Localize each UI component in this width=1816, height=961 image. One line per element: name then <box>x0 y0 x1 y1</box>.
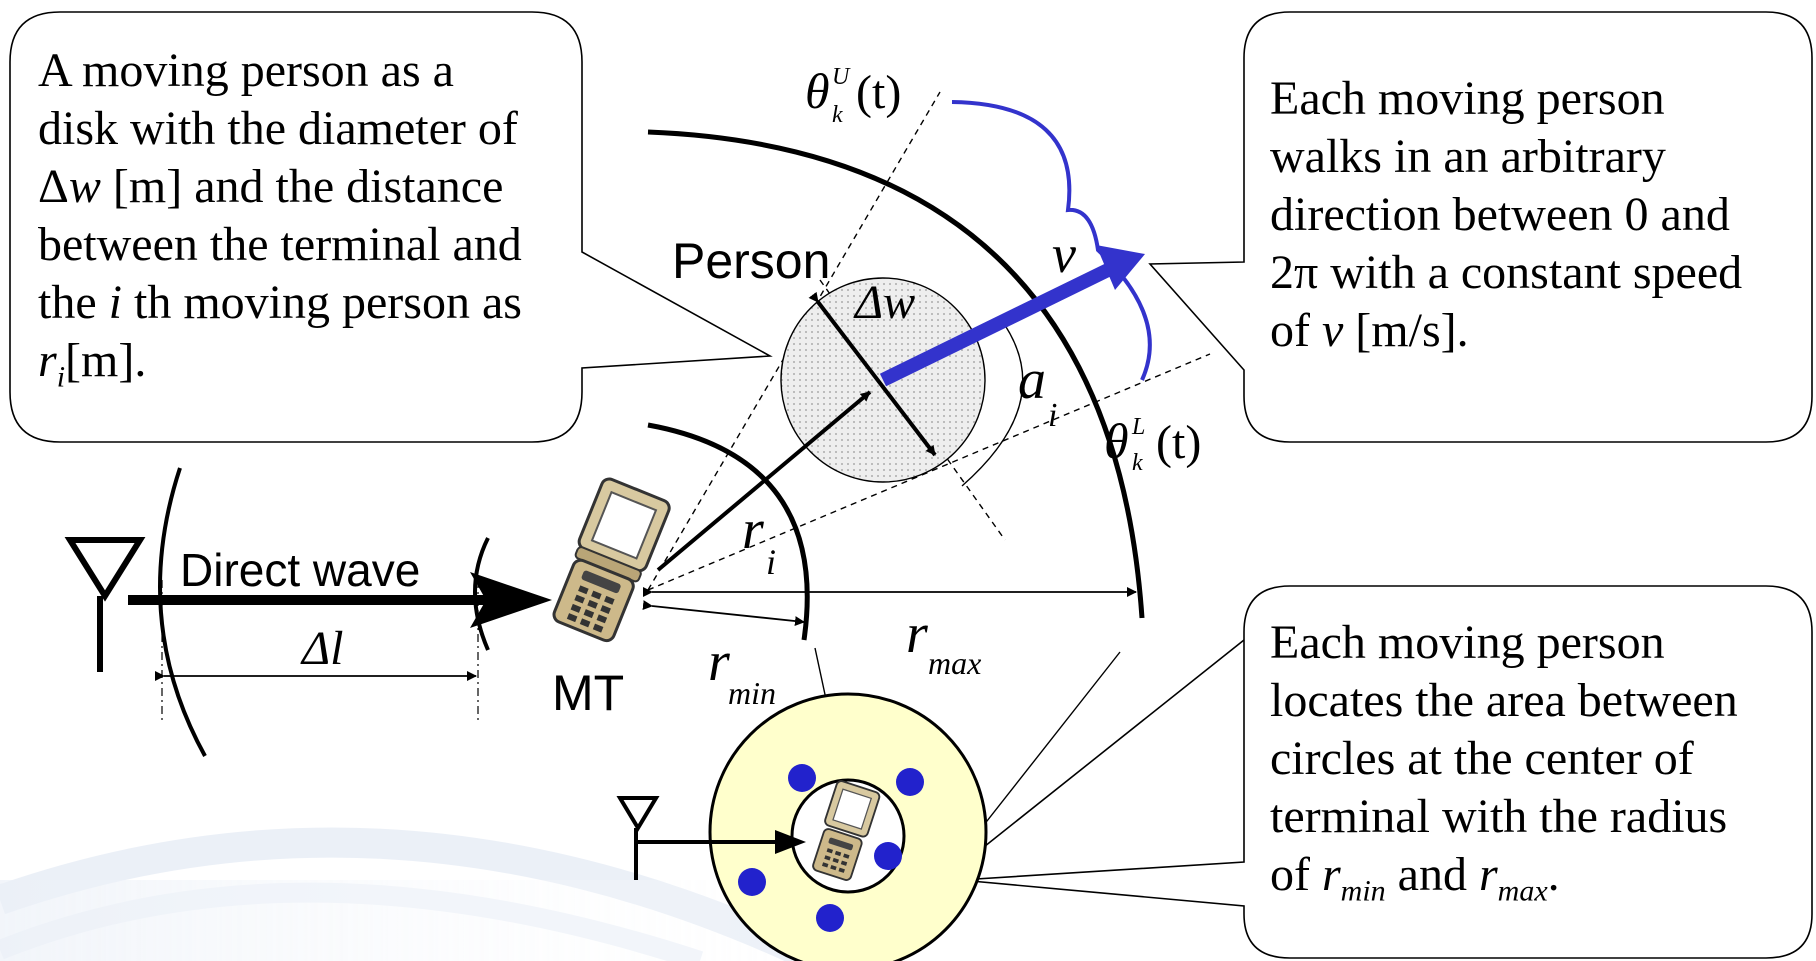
label-r-max: r max <box>906 603 981 681</box>
svg-text:U: U <box>832 64 851 90</box>
antenna-icon <box>64 537 146 672</box>
theta-lower-line <box>647 353 1211 591</box>
velocity-brace <box>951 100 1152 381</box>
label-theta-upper: θ U k (t) <box>805 63 901 128</box>
r-min-arrow <box>642 600 805 627</box>
callout-area <box>959 585 1813 959</box>
callout-person-disk <box>9 11 773 443</box>
svg-text:min: min <box>728 675 776 711</box>
label-a-i: a i <box>1018 349 1057 434</box>
callout-person-disk-text: A moving person as a disk with the diame… <box>38 44 522 394</box>
inset-mobile-phone-icon <box>812 780 881 881</box>
svg-text:r: r <box>906 603 928 665</box>
label-mt: MT <box>552 665 624 721</box>
svg-text:max: max <box>928 645 981 681</box>
inset-area-diagram <box>616 692 988 961</box>
label-direct-wave: Direct wave <box>180 544 420 596</box>
mobile-phone-icon <box>552 477 671 643</box>
svg-text:θ: θ <box>1104 413 1129 469</box>
svg-text:r: r <box>708 631 730 693</box>
inset-person-dots <box>738 764 924 932</box>
label-v: v <box>1052 224 1076 284</box>
svg-text:k: k <box>832 102 843 128</box>
svg-text:r: r <box>742 499 764 561</box>
label-delta-w: Δw <box>853 276 915 329</box>
svg-text:k: k <box>1132 450 1143 476</box>
direct-wave-arrow-head <box>470 572 552 628</box>
svg-text:a: a <box>1018 349 1046 411</box>
svg-text:L: L <box>1131 414 1145 440</box>
label-delta-l: Δl <box>300 622 344 675</box>
wavefront-arc-left <box>158 467 207 757</box>
wavefront-arc-right <box>473 537 490 651</box>
svg-text:(t): (t) <box>1156 416 1201 469</box>
svg-text:i: i <box>1048 397 1057 434</box>
label-theta-lower: θ L k (t) <box>1104 413 1201 476</box>
label-r-min: r min <box>708 631 776 711</box>
r-i-arrow <box>656 390 872 572</box>
inset-antenna-icon <box>616 796 660 880</box>
callout-area-text: Each moving person locates the area betw… <box>1270 616 1738 908</box>
label-r-i: r i <box>742 499 776 582</box>
velocity-arrow-head <box>1096 245 1145 290</box>
callout-direction-text: Each moving person walks in an arbitrary… <box>1270 72 1743 357</box>
svg-text:i: i <box>766 542 776 582</box>
svg-text:θ: θ <box>805 63 830 119</box>
r-max-arc <box>647 129 1145 619</box>
svg-text:(t): (t) <box>856 66 901 119</box>
angle-a-arc <box>961 317 1024 487</box>
callout-direction <box>1148 11 1813 443</box>
label-person: Person <box>672 233 830 289</box>
delta-w-arrow <box>808 291 937 457</box>
